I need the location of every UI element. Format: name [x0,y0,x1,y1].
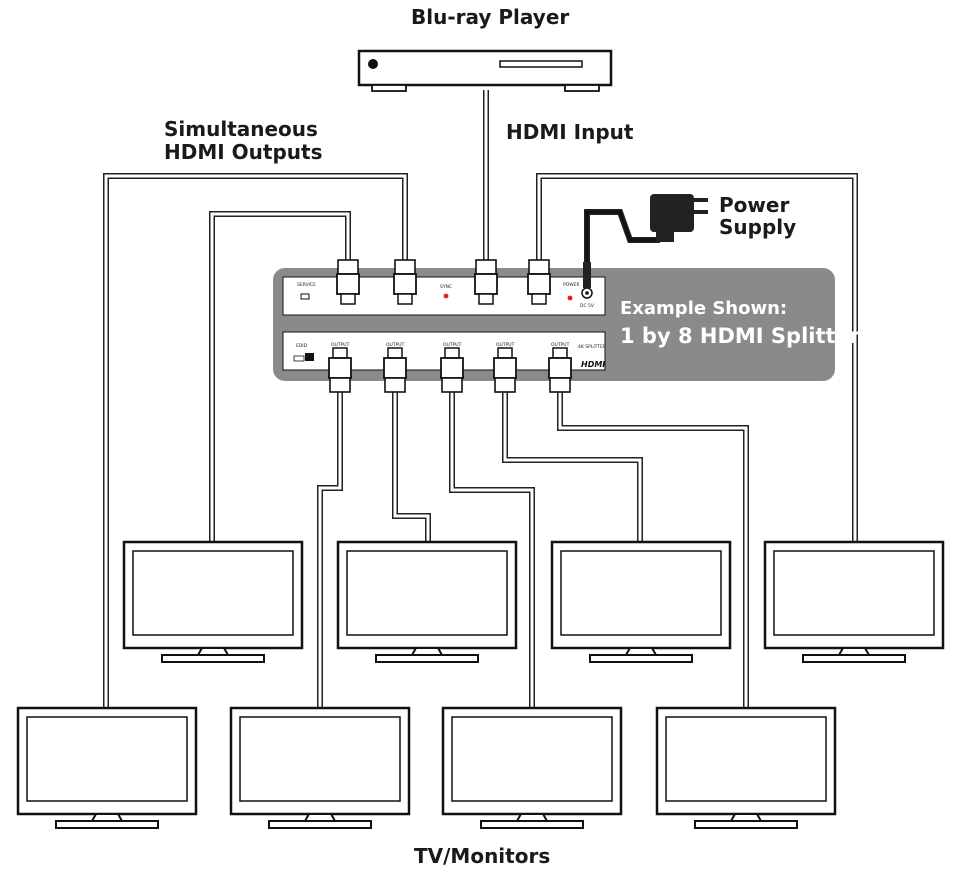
power-adapter-icon [650,194,708,242]
output-label-1: OUTPUT [331,342,350,348]
outputs-label-line1: Simultaneous [164,117,318,141]
hdmi-logo: HDMI [581,360,605,369]
edid-label: EDID [296,343,308,349]
monitor-4 [763,540,945,664]
hdmi-cables [103,90,858,710]
tv-monitors-label: TV/Monitors [414,844,551,868]
output-label-5: OUTPUT [551,342,570,348]
outputs-label-line2: HDMI Outputs [164,140,323,164]
dc-label: DC 5V [580,303,595,309]
example-shown-label: Example Shown: [620,298,788,319]
model-label: 4K SPLITTER [578,344,606,350]
output-label-3: OUTPUT [443,342,462,348]
monitor-1 [122,540,304,664]
sync-label: SYNC [440,284,452,290]
output-label-2: OUTPUT [386,342,405,348]
power-led-label: POWER [563,282,580,288]
hdmi-input-label: HDMI Input [506,120,634,144]
bluray-player-label: Blu-ray Player [411,5,570,29]
power-supply-label-line2: Supply [719,215,797,239]
tv-monitors [16,540,945,830]
bluray-player-icon [357,49,613,92]
power-supply-label-line1: Power [719,193,790,217]
monitor-8 [655,706,837,830]
monitor-5 [16,706,198,830]
output-label-4: OUTPUT [496,342,515,348]
monitor-2 [336,540,518,664]
service-label: SERVICE [297,282,316,288]
monitor-6 [229,706,411,830]
monitor-7 [441,706,623,830]
monitor-3 [550,540,732,664]
splitter-model-label: 1 by 8 HDMI Splitter [620,324,861,348]
